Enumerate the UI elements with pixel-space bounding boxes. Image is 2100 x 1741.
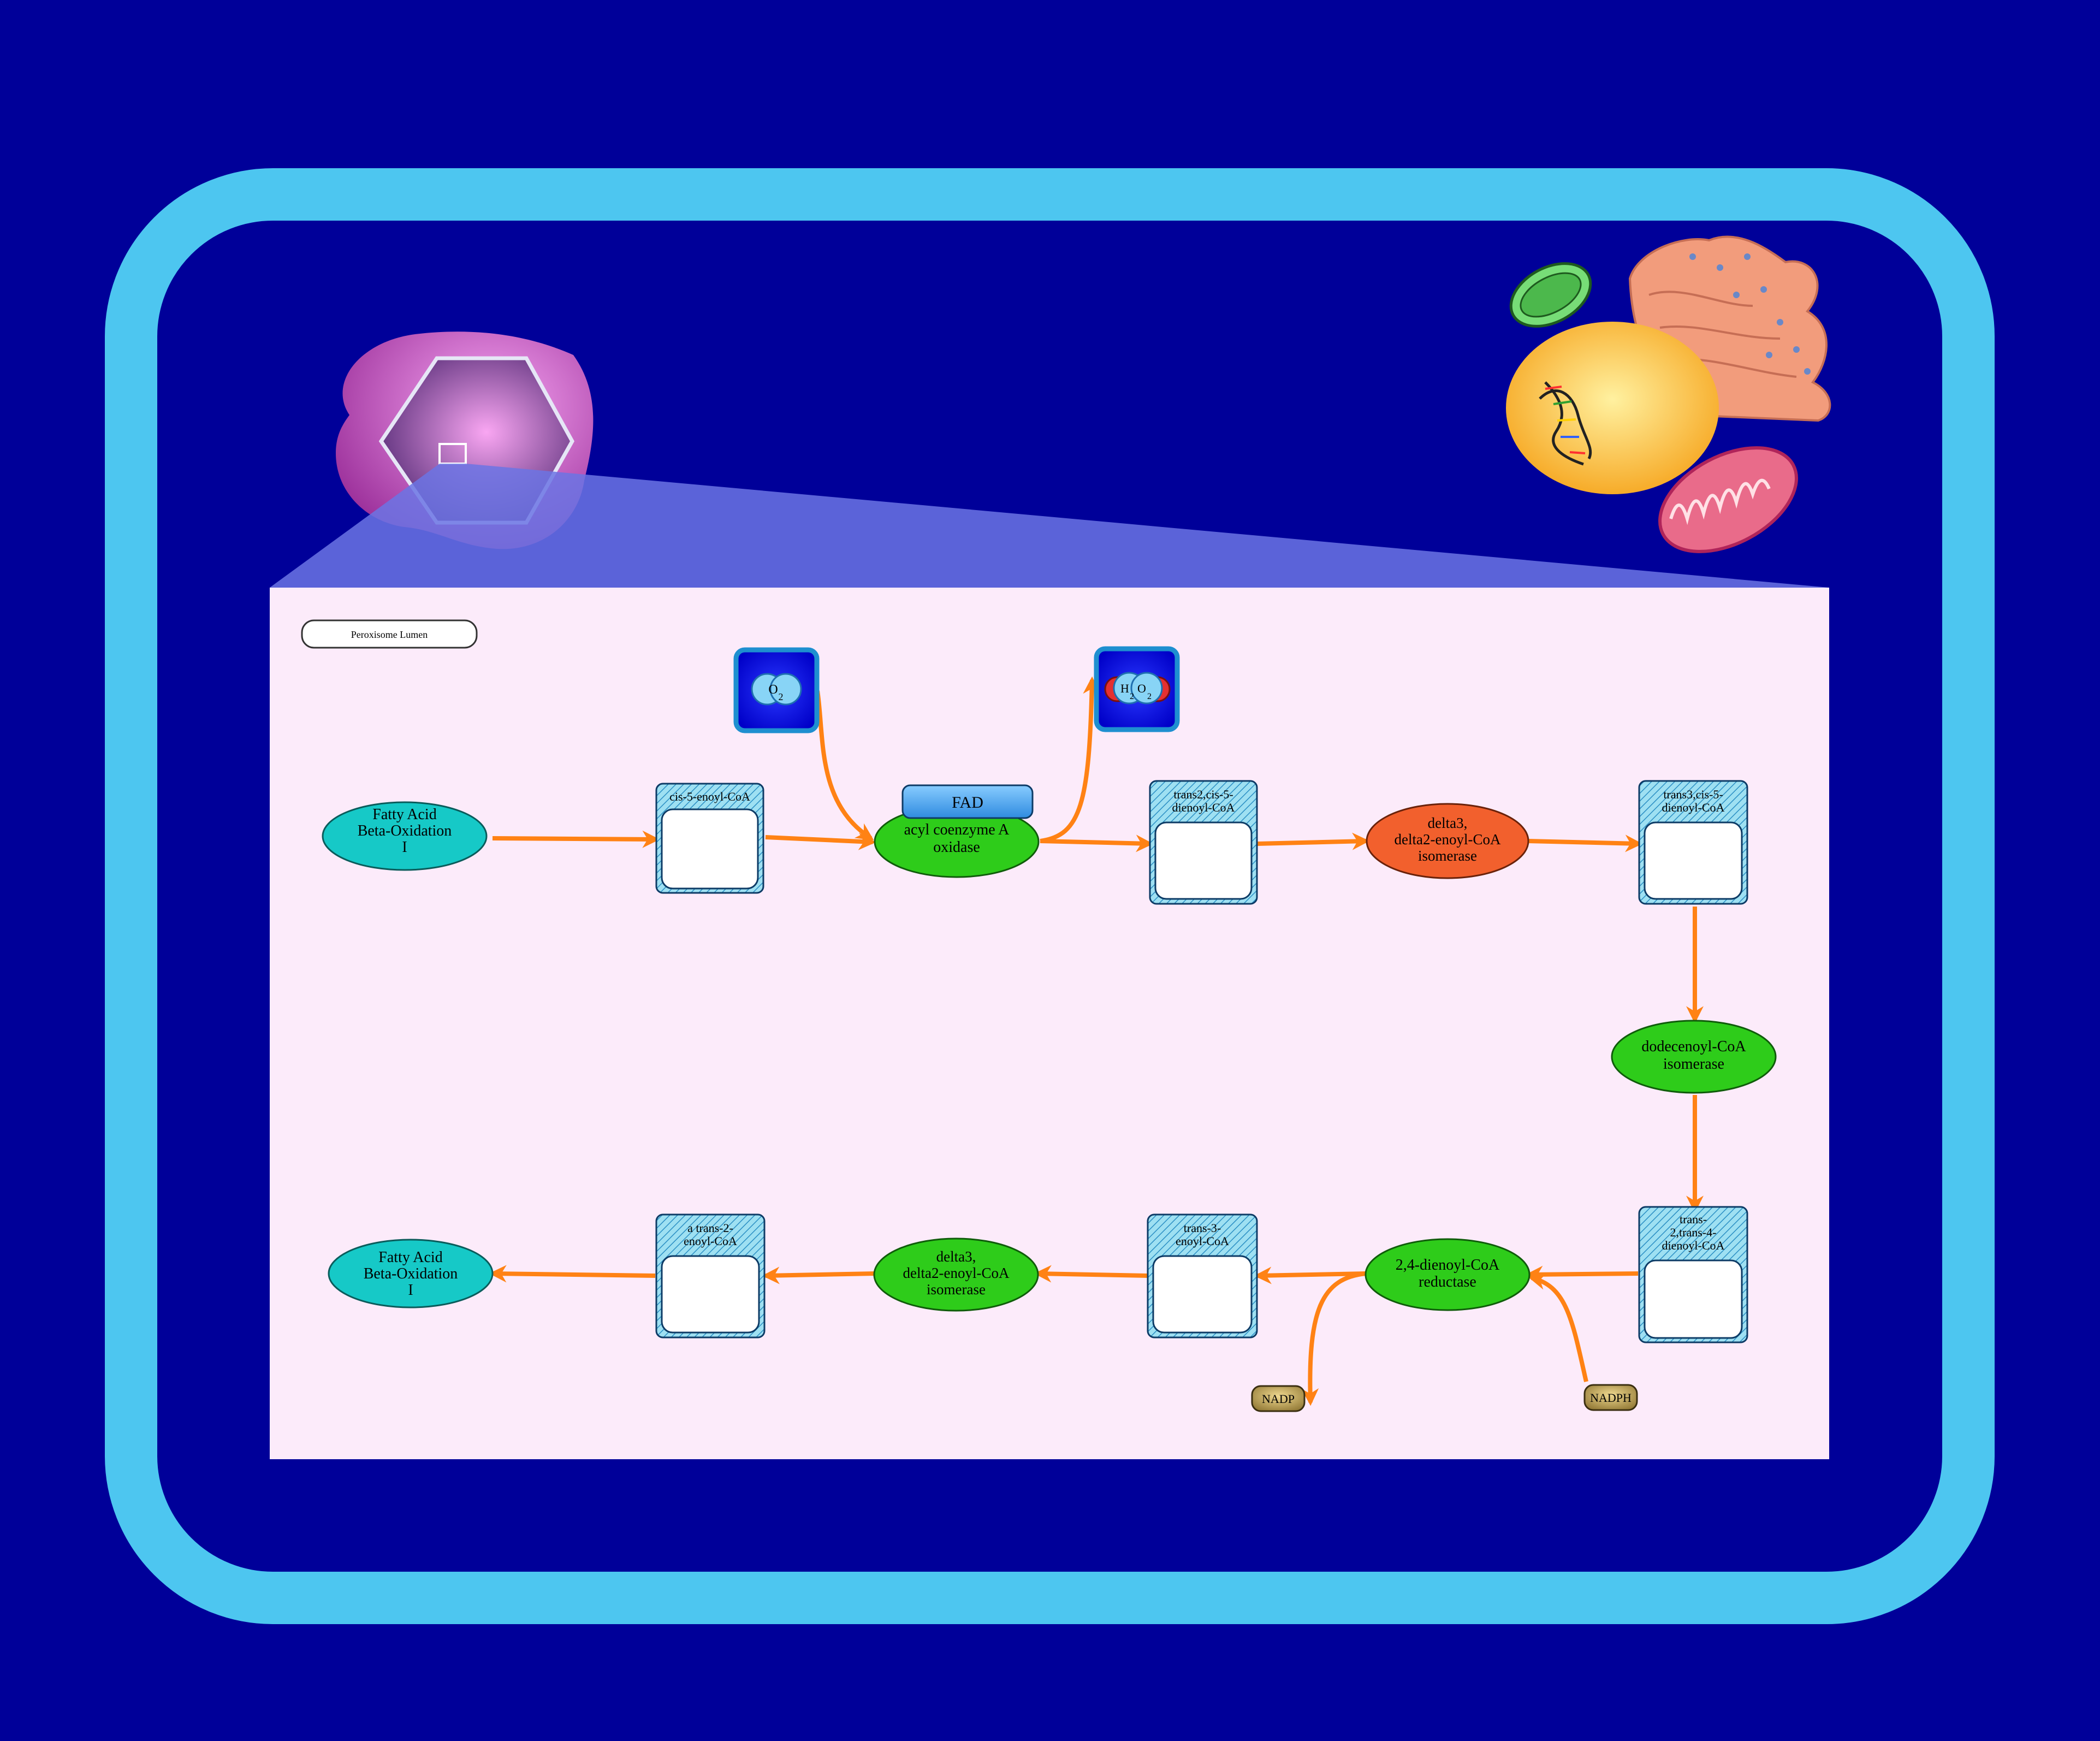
small-molecule-nadp[interactable]: NADP (1251, 1385, 1306, 1412)
compartment-label: Peroxisome Lumen (301, 619, 478, 649)
svg-text:Beta-Oxidation: Beta-Oxidation (364, 1265, 458, 1282)
enzyme-delta3-delta2-isomerase-2[interactable]: delta3, delta2-enoyl-CoA isomerase (873, 1237, 1039, 1312)
svg-text:I: I (402, 839, 407, 856)
metabolite-trans2-cis5-dienoyl-coa[interactable]: trans2,cis-5- dienoyl-CoA (1149, 780, 1258, 905)
svg-text:reductase: reductase (1419, 1274, 1476, 1290)
arrow-trans2trans4-to-reductase (1525, 1265, 1639, 1283)
zoom-wedge (270, 464, 1829, 588)
arrow-oxidase-to-h2o2 (1040, 676, 1101, 843)
svg-text:Fatty Acid: Fatty Acid (372, 806, 436, 823)
cell-border (105, 168, 1995, 1624)
metabolite-trans3-enoyl-coa[interactable]: trans-3- enoyl-CoA (1147, 1213, 1258, 1339)
metabolite-trans2-trans4-dienoyl-coa[interactable]: trans- 2,trans-4- dienoyl-CoA (1638, 1206, 1748, 1343)
enzyme-2-4-dienoyl-coa-reductase[interactable]: 2,4-dienoyl-CoA reductase (1365, 1238, 1530, 1311)
svg-text:delta2-enoyl-CoA: delta2-enoyl-CoA (1395, 831, 1501, 848)
organelles-icon (1506, 235, 1831, 553)
svg-text:isomerase: isomerase (1663, 1056, 1724, 1073)
arrow-oxidase-to-trans2cis5 (1040, 834, 1154, 852)
svg-text:dienoyl-CoA: dienoyl-CoA (1662, 1239, 1725, 1252)
svg-text:acyl coenzyme A: acyl coenzyme A (904, 821, 1010, 838)
cofactor-fad[interactable]: FAD (901, 784, 1034, 819)
svg-text:cis-5-enoyl-CoA: cis-5-enoyl-CoA (669, 790, 750, 803)
metabolite-trans3-cis5-dienoyl-coa[interactable]: trans3,cis-5- dienoyl-CoA (1638, 780, 1748, 905)
svg-text:O: O (1137, 682, 1146, 695)
svg-text:O: O (768, 683, 778, 697)
svg-text:enoyl-CoA: enoyl-CoA (1176, 1234, 1229, 1248)
small-molecule-h2o2[interactable]: H 2 O 2 (1094, 646, 1180, 732)
svg-text:Beta-Oxidation: Beta-Oxidation (358, 822, 452, 839)
svg-text:H: H (1120, 682, 1129, 695)
svg-text:a trans-2-: a trans-2- (687, 1221, 733, 1235)
peroxisome-panel (270, 588, 1829, 1459)
svg-text:Fatty Acid: Fatty Acid (378, 1249, 442, 1266)
svg-text:2,trans-4-: 2,trans-4- (1670, 1225, 1717, 1239)
svg-text:NADP: NADP (1262, 1392, 1295, 1406)
svg-text:2: 2 (1130, 692, 1134, 701)
svg-text:NADPH: NADPH (1590, 1391, 1632, 1405)
svg-text:2,4-dienoyl-CoA: 2,4-dienoyl-CoA (1396, 1257, 1500, 1274)
svg-text:delta3,: delta3, (936, 1248, 976, 1265)
arrow-trans3-to-isomerase2 (1034, 1265, 1148, 1283)
arrow-reductase-to-trans3 (1254, 1266, 1367, 1284)
svg-text:isomerase: isomerase (1418, 848, 1477, 864)
arrow-trans2cis5-to-isomerase (1256, 832, 1370, 850)
small-molecule-nadph[interactable]: NADPH (1583, 1384, 1638, 1411)
pathway-node-start[interactable]: Fatty Acid Beta-Oxidation I (322, 801, 488, 871)
arrow-reductase-to-nadp (1301, 1271, 1367, 1406)
svg-text:Peroxisome Lumen: Peroxisome Lumen (351, 629, 428, 640)
arrow-trans2enoyl-to-pathway (489, 1265, 656, 1283)
svg-text:dodecenoyl-CoA: dodecenoyl-CoA (1641, 1038, 1746, 1055)
svg-text:I: I (408, 1282, 413, 1299)
svg-text:2: 2 (779, 691, 784, 702)
enzyme-acyl-coa-oxidase[interactable]: acyl coenzyme A oxidase (874, 805, 1040, 878)
small-molecule-o2[interactable]: O 2 (733, 647, 820, 733)
metabolite-trans2-enoyl-coa[interactable]: a trans-2- enoyl-CoA (655, 1213, 766, 1339)
svg-text:FAD: FAD (952, 793, 983, 812)
svg-text:dienoyl-CoA: dienoyl-CoA (1662, 801, 1725, 814)
metabolite-cis5-enoyl-coa[interactable]: cis-5-enoyl-CoA (655, 783, 764, 894)
svg-text:2: 2 (1147, 692, 1152, 701)
pathway-node-end[interactable]: Fatty Acid Beta-Oxidation I (328, 1239, 494, 1308)
svg-text:isomerase: isomerase (927, 1281, 986, 1298)
svg-text:enoyl-CoA: enoyl-CoA (684, 1234, 737, 1248)
svg-text:oxidase: oxidase (933, 839, 980, 856)
svg-text:dienoyl-CoA: dienoyl-CoA (1172, 801, 1235, 814)
arrow-nadph-to-reductase (1528, 1272, 1588, 1382)
arrow-cis5-to-oxidase (765, 832, 876, 850)
enzyme-dodecenoyl-coa-isomerase[interactable]: dodecenoyl-CoA isomerase (1611, 1020, 1777, 1094)
arrow-o2-to-oxidase (815, 690, 874, 840)
svg-text:trans-: trans- (1680, 1212, 1707, 1226)
svg-text:trans-3-: trans-3- (1184, 1221, 1221, 1235)
arrow-isomerase-to-trans3cis5 (1527, 834, 1643, 852)
svg-text:trans2,cis-5-: trans2,cis-5- (1173, 787, 1233, 801)
arrow-pathway-to-cis5 (492, 830, 660, 848)
arrow-isomerase2-to-trans2enoyl (762, 1266, 875, 1284)
svg-text:delta3,: delta3, (1428, 815, 1468, 831)
svg-text:trans3,cis-5-: trans3,cis-5- (1663, 787, 1723, 801)
enzyme-delta3-delta2-isomerase-1[interactable]: delta3, delta2-enoyl-CoA isomerase (1366, 803, 1529, 879)
svg-text:delta2-enoyl-CoA: delta2-enoyl-CoA (903, 1265, 1010, 1281)
